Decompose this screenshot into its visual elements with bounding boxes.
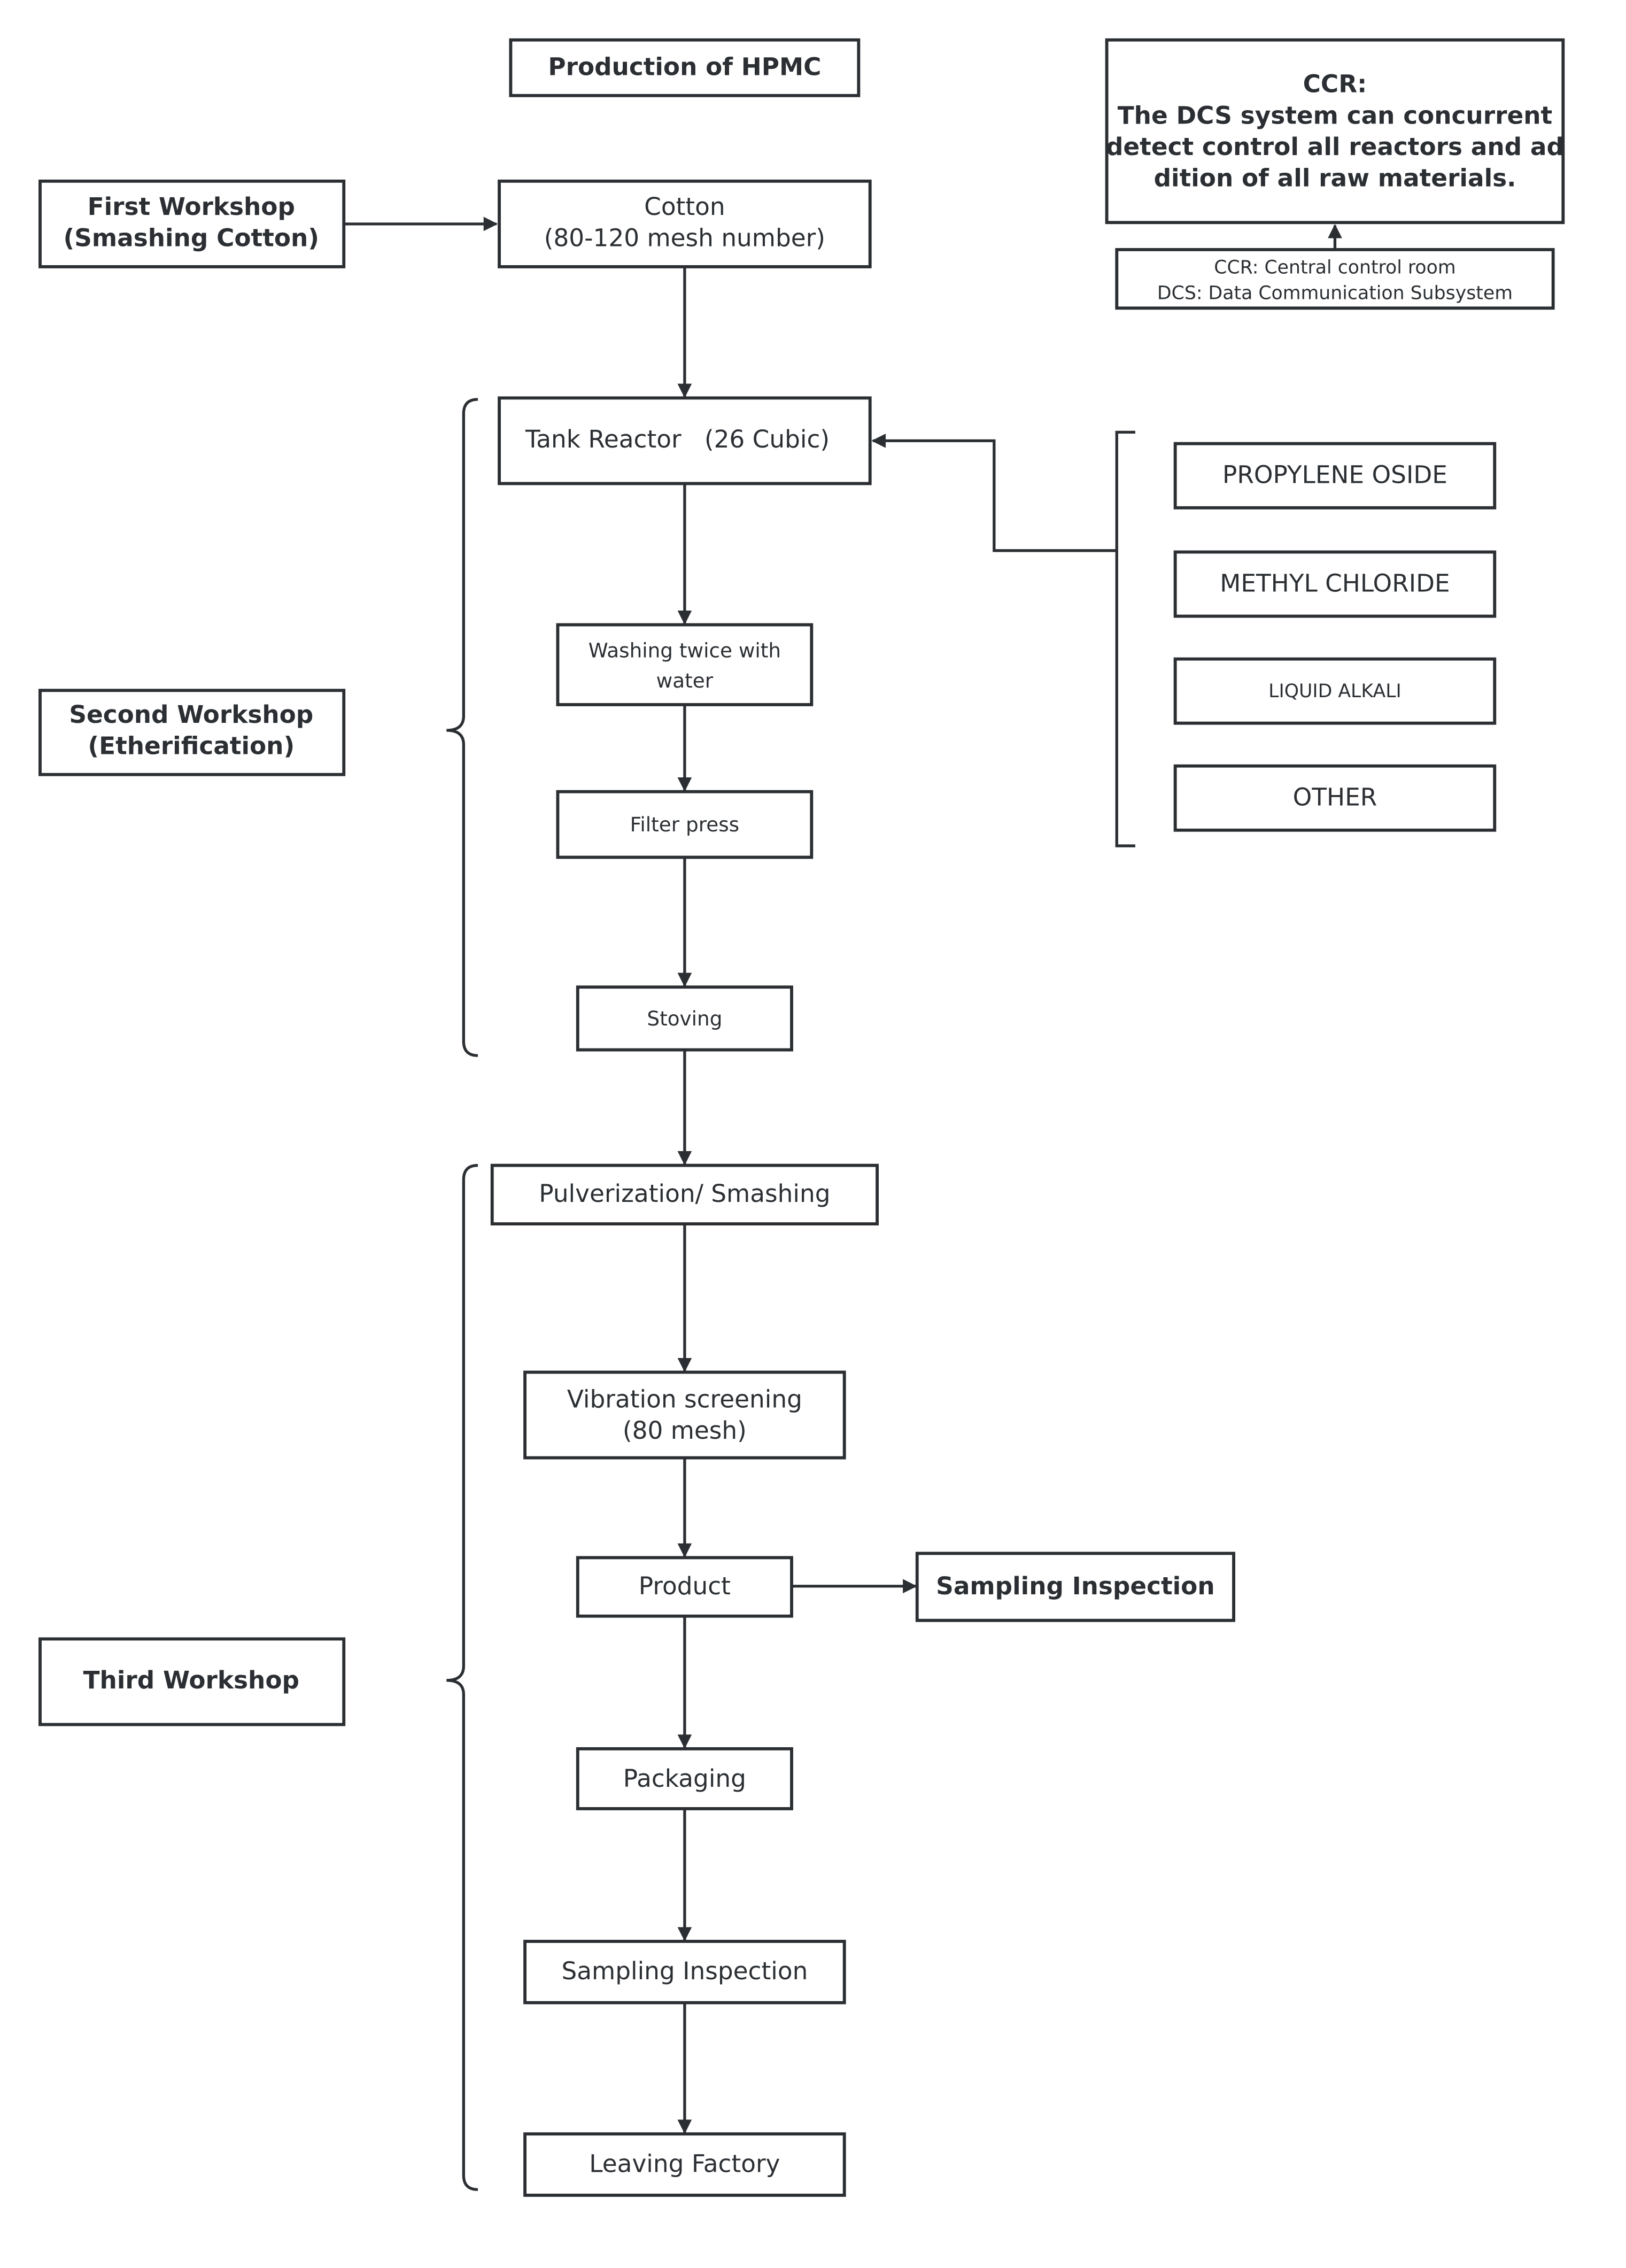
step-label: Stoving: [647, 1007, 722, 1030]
step-label: Vibration screening: [567, 1385, 802, 1413]
material-methyl-chloride: METHYL CHLORIDE: [1173, 550, 1497, 618]
legend-line: CCR: Central control room: [1214, 257, 1455, 279]
step-label: Washing twice with: [589, 639, 781, 662]
legend-box: CCR: Central control room DCS: Data Comm…: [1115, 248, 1555, 310]
step-label: Sampling Inspection: [561, 1957, 808, 1985]
step-label: Packaging: [623, 1764, 746, 1793]
workshop-label: Second Workshop: [69, 700, 313, 729]
step-sampling-inspection-side: Sampling Inspection: [915, 1552, 1235, 1622]
third-workshop-brace: [446, 1164, 478, 2191]
ccr-line: The DCS system can concurrent: [1118, 101, 1552, 129]
step-stoving: Stoving: [576, 985, 793, 1052]
workshop-label: (Etherification): [88, 731, 295, 760]
workshop-label: First Workshop: [88, 192, 295, 221]
second-workshop: Second Workshop (Etherification): [38, 689, 346, 776]
step-pulverization: Pulverization/ Smashing: [490, 1163, 879, 1226]
step-label: Tank Reactor (26 Cubic): [525, 425, 830, 453]
title-box: Production of HPMC: [509, 38, 861, 97]
step-label: Cotton: [644, 192, 725, 221]
step-vibration-screening: Vibration screening (80 mesh): [523, 1370, 846, 1460]
first-workshop: First Workshop (Smashing Cotton): [38, 179, 346, 268]
step-label: Sampling Inspection: [936, 1572, 1214, 1600]
ccr-line: dition of all raw materials.: [1154, 164, 1516, 192]
material-propylene-oxide: PROPYLENE OSIDE: [1173, 442, 1497, 510]
step-washing: Washing twice with water: [556, 623, 814, 706]
materials-bracket: [1115, 430, 1135, 847]
workshop-label: Third Workshop: [83, 1666, 299, 1694]
materials-arrow: [871, 434, 1117, 552]
step-label: Leaving Factory: [589, 2149, 780, 2178]
step-sampling-inspection: Sampling Inspection: [523, 1940, 846, 2004]
ccr-line: CCR:: [1303, 70, 1367, 98]
step-label: Product: [639, 1572, 731, 1600]
legend-line: DCS: Data Communication Subsystem: [1157, 283, 1513, 304]
step-cotton: Cotton (80-120 mesh number): [498, 179, 872, 268]
third-workshop: Third Workshop: [38, 1637, 346, 1726]
workshop-label: (Smashing Cotton): [64, 224, 320, 252]
step-leaving-factory: Leaving Factory: [523, 2132, 846, 2197]
step-filter-press: Filter press: [556, 790, 814, 859]
page-title: Production of HPMC: [548, 53, 821, 81]
material-label: METHYL CHLORIDE: [1220, 569, 1450, 597]
material-liquid-alkali: LIQUID ALKALI: [1173, 657, 1497, 725]
step-label: water: [656, 669, 714, 692]
step-label: Filter press: [630, 813, 739, 836]
ccr-box: CCR: The DCS system can concurrent detec…: [1105, 38, 1565, 225]
step-label: (80 mesh): [623, 1416, 747, 1445]
step-label: (80-120 mesh number): [544, 224, 825, 252]
material-label: LIQUID ALKALI: [1268, 681, 1402, 702]
material-other: OTHER: [1173, 764, 1497, 832]
ccr-line: detect control all reactors and ad: [1106, 133, 1564, 161]
step-product: Product: [576, 1556, 793, 1618]
step-label: Pulverization/ Smashing: [539, 1179, 830, 1208]
material-label: OTHER: [1293, 783, 1377, 812]
second-workshop-brace: [446, 398, 478, 1057]
step-packaging: Packaging: [576, 1747, 793, 1810]
step-tank-reactor: Tank Reactor (26 Cubic): [498, 396, 872, 485]
material-label: PROPYLENE OSIDE: [1222, 461, 1447, 489]
